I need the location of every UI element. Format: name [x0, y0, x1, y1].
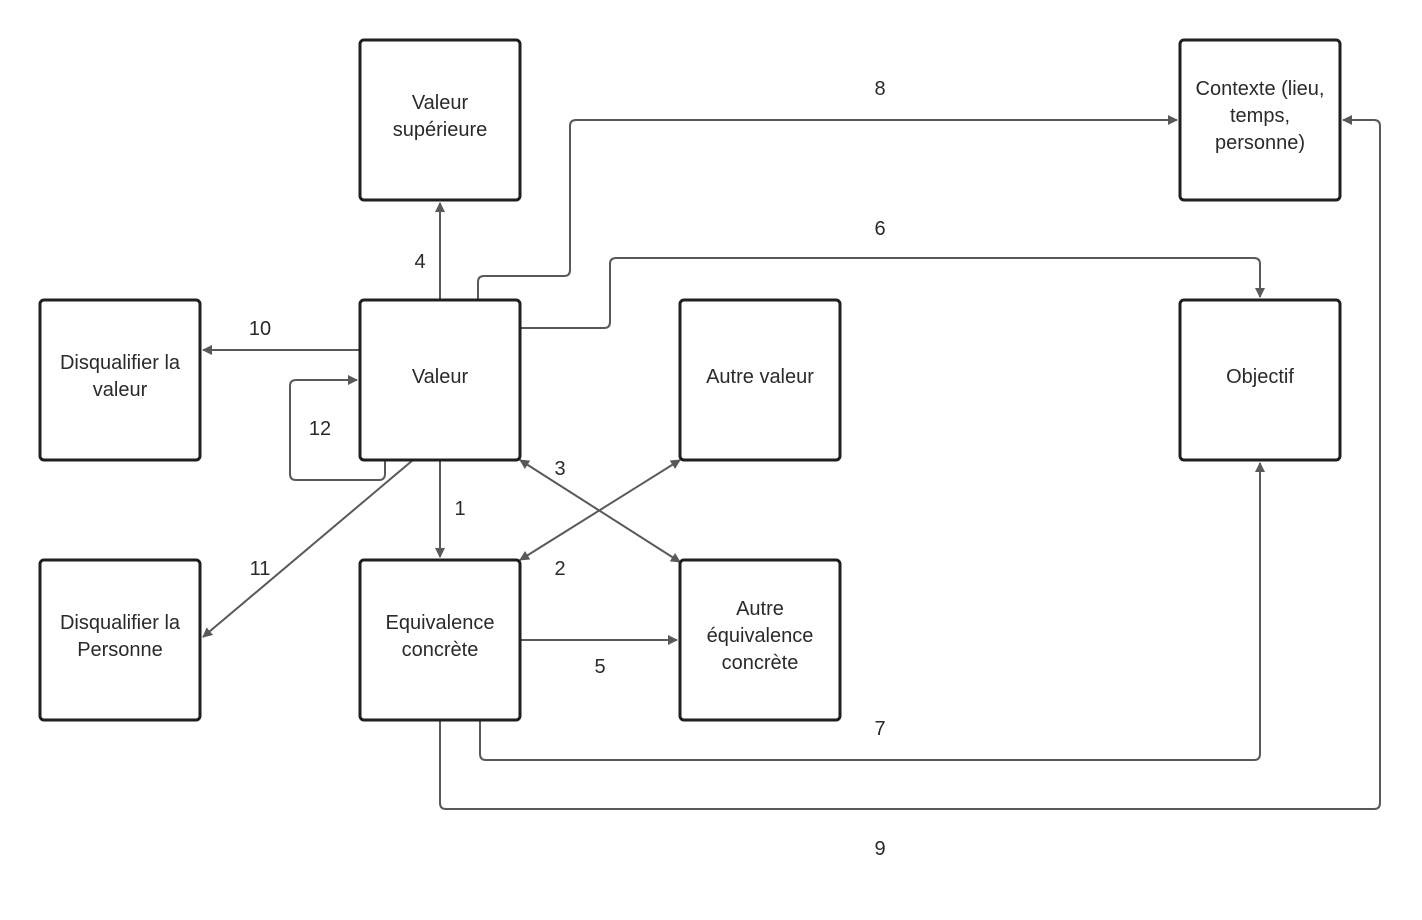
- edge-9: 9: [439, 115, 1381, 860]
- edge-5: 5: [520, 635, 678, 678]
- edge-1: 1: [435, 460, 466, 558]
- node-equivalence-concrete-line-1: Equivalence: [386, 612, 495, 634]
- edge-6-label: 6: [874, 218, 885, 240]
- edge-4: 4: [414, 202, 445, 299]
- edge-8-label: 8: [874, 78, 885, 100]
- node-disqualifier-personne: Disqualifier la Personne: [38, 558, 202, 722]
- node-disqualifier-valeur-line-2: valeur: [93, 379, 148, 401]
- node-valeur-superieure-line-1: Valeur: [412, 92, 469, 114]
- node-valeur-superieure: Valeur supérieure: [358, 38, 522, 202]
- node-autre-valeur: Autre valeur: [678, 298, 842, 462]
- edge-11: 11: [202, 459, 414, 638]
- node-valeur: Valeur: [358, 298, 522, 462]
- edge-10-label: 10: [249, 318, 271, 340]
- node-disqualifier-personne-line-1: Disqualifier la: [60, 612, 181, 634]
- edge-12: 12: [289, 375, 386, 481]
- edge-7-label: 7: [874, 718, 885, 740]
- edge-8: 8: [477, 78, 1178, 299]
- node-autre-equivalence-line-2: équivalence: [707, 625, 814, 647]
- node-valeur-line-1: Valeur: [412, 366, 469, 388]
- node-disqualifier-valeur: Disqualifier la valeur: [38, 298, 202, 462]
- edge-4-label: 4: [414, 251, 425, 273]
- node-contexte: Contexte (lieu, temps, personne): [1178, 38, 1342, 202]
- node-disqualifier-personne-line-2: Personne: [77, 639, 163, 661]
- edge-3: 3: [519, 458, 681, 563]
- edge-7: 7: [479, 462, 1265, 761]
- node-objectif: Objectif: [1178, 298, 1342, 462]
- node-autre-equivalence-line-1: Autre: [736, 598, 784, 620]
- edge-10: 10: [202, 318, 360, 355]
- node-autre-valeur-line-1: Autre valeur: [706, 366, 814, 388]
- edge-5-label: 5: [594, 656, 605, 678]
- node-objectif-line-1: Objectif: [1226, 366, 1294, 388]
- node-equivalence-concrete-line-2: concrète: [402, 639, 479, 661]
- edge-9-label: 9: [874, 838, 885, 860]
- node-contexte-line-1: Contexte (lieu,: [1196, 78, 1325, 100]
- edge-1-label: 1: [454, 498, 465, 520]
- node-autre-equivalence: Autre équivalence concrète: [678, 558, 842, 722]
- node-equivalence-concrete: Equivalence concrète: [358, 558, 522, 722]
- node-valeur-superieure-line-2: supérieure: [393, 119, 488, 141]
- node-disqualifier-valeur-line-1: Disqualifier la: [60, 352, 181, 374]
- edge-12-label: 12: [309, 418, 331, 440]
- node-contexte-line-3: personne): [1215, 132, 1305, 154]
- edge-2-label: 2: [554, 558, 565, 580]
- edge-6: 6: [520, 218, 1265, 329]
- edge-2: 2: [519, 459, 681, 580]
- edge-11-label: 11: [250, 558, 271, 580]
- node-autre-equivalence-line-3: concrète: [722, 652, 799, 674]
- edge-3-label: 3: [554, 458, 565, 480]
- node-contexte-line-2: temps,: [1230, 105, 1290, 127]
